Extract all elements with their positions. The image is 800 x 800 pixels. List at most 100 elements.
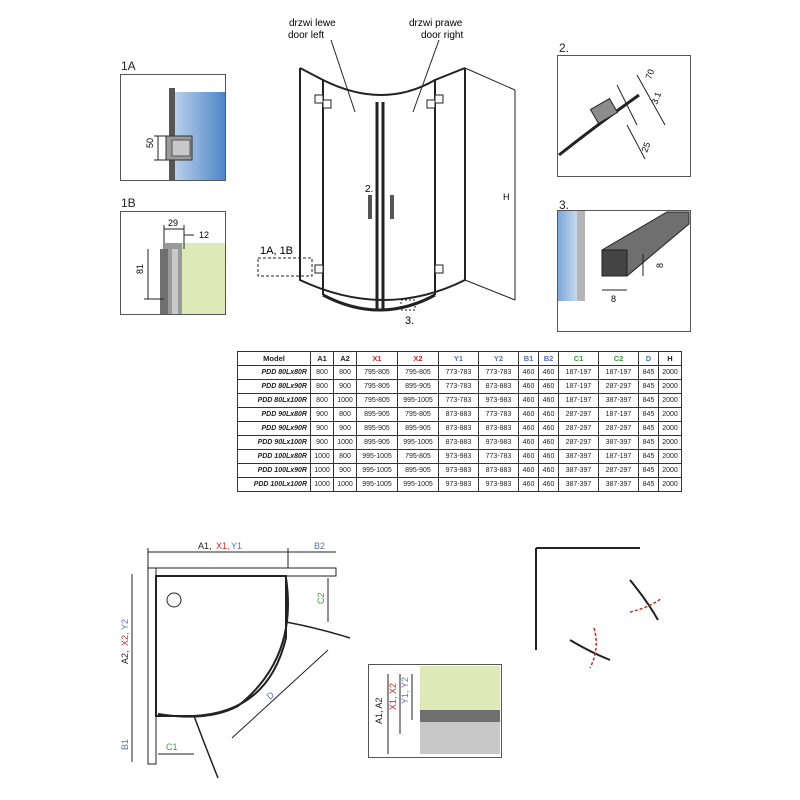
plan-dim-b2: B2 <box>314 541 325 551</box>
table-cell: 795-805 <box>397 449 439 464</box>
table-cell: 387-397 <box>598 393 639 408</box>
opening-diagram <box>535 547 663 669</box>
table-cell: 460 <box>518 449 539 464</box>
table-cell: 895-905 <box>397 421 439 436</box>
model-cell: PDD 100Lx80R <box>237 449 311 464</box>
col-header: Y2 <box>478 351 519 366</box>
table-cell: 995-1005 <box>397 477 439 492</box>
detail-3-dim-8b: 8 <box>611 294 616 304</box>
table-cell: 895-905 <box>356 407 398 422</box>
table-cell: 287-297 <box>598 379 639 394</box>
door-left-pl-label: drzwi lewe <box>289 18 336 29</box>
col-header: B2 <box>538 351 559 366</box>
table-cell: 460 <box>538 463 559 478</box>
table-cell: 387-397 <box>598 435 639 450</box>
table-cell: 973-983 <box>438 463 479 478</box>
table-cell: 460 <box>538 393 559 408</box>
col-header: X1 <box>356 351 398 366</box>
table-cell: 1000 <box>333 477 357 492</box>
table-cell: 800 <box>333 365 357 380</box>
table-cell: 973-983 <box>478 477 519 492</box>
detail-1b-dim-29: 29 <box>168 218 178 228</box>
table-cell: 460 <box>538 435 559 450</box>
table-cell: 995-1005 <box>397 393 439 408</box>
table-cell: 187-197 <box>558 379 599 394</box>
col-header: D <box>638 351 659 366</box>
table-cell: 2000 <box>658 477 682 492</box>
table-cell: 773-783 <box>478 449 519 464</box>
table-cell: 773-783 <box>438 393 479 408</box>
table-cell: 460 <box>538 477 559 492</box>
detail-1b-dim-81: 81 <box>135 264 145 274</box>
table-cell: 900 <box>310 407 334 422</box>
side-detail: A1, A2 X1, X2 Y1, Y2 <box>368 664 502 758</box>
callout-2: 2. <box>365 184 373 195</box>
table-cell: 2000 <box>658 379 682 394</box>
table-cell: 845 <box>638 365 659 380</box>
table-cell: 1000 <box>310 449 334 464</box>
model-cell: PDD 100Lx100R <box>237 477 311 492</box>
table-cell: 187-197 <box>558 365 599 380</box>
detail-2-dim-70: 70 <box>643 68 656 81</box>
table-cell: 460 <box>538 407 559 422</box>
table-cell: 1000 <box>310 463 334 478</box>
spec-table: Model A1 A2 X1 X2 Y1 Y2 B1 B2 C1 C2 D H … <box>237 351 682 492</box>
col-header: Y1 <box>438 351 479 366</box>
table-cell: 460 <box>518 393 539 408</box>
model-cell: PDD 80Lx90R <box>237 379 311 394</box>
plan-dim-x2: X2, <box>120 632 130 646</box>
table-cell: 795-805 <box>356 379 398 394</box>
detail-3-drawing: 8 8 <box>557 210 691 332</box>
cabin-perspective: drzwi lewe door left drzwi prawe door ri… <box>257 18 516 327</box>
table-cell: 1000 <box>333 435 357 450</box>
table-cell: 845 <box>638 463 659 478</box>
door-left-en-label: door left <box>288 30 324 41</box>
table-cell: 2000 <box>658 365 682 380</box>
model-cell: PDD 80Lx100R <box>237 393 311 408</box>
table-cell: 187-197 <box>598 449 639 464</box>
table-cell: 460 <box>538 365 559 380</box>
col-header: A1 <box>310 351 334 366</box>
detail-1b-title: 1B <box>121 196 136 210</box>
table-cell: 873-883 <box>478 379 519 394</box>
door-right-en-label: door right <box>421 30 463 41</box>
side-dim-y: Y1, Y2 <box>400 677 410 704</box>
model-cell: PDD 100Lx90R <box>237 463 311 478</box>
table-cell: 800 <box>310 365 334 380</box>
table-cell: 1000 <box>333 393 357 408</box>
table-cell: 460 <box>518 421 539 436</box>
table-cell: 287-297 <box>558 435 599 450</box>
table-cell: 1000 <box>310 477 334 492</box>
side-dim-x: X1, X2 <box>388 683 398 710</box>
detail-2-dim-25: 25 <box>639 141 652 154</box>
table-cell: 973-983 <box>438 449 479 464</box>
callout-1a1b: 1A, 1B <box>260 245 293 257</box>
detail-1a-dim: 50 <box>145 138 155 148</box>
table-cell: 387-397 <box>558 449 599 464</box>
col-header: A2 <box>333 351 357 366</box>
col-header: C2 <box>598 351 639 366</box>
table-cell: 845 <box>638 435 659 450</box>
table-cell: 800 <box>333 449 357 464</box>
table-cell: 995-1005 <box>356 477 398 492</box>
table-cell: 2000 <box>658 393 682 408</box>
height-label: H <box>503 192 510 202</box>
table-cell: 873-883 <box>478 463 519 478</box>
table-cell: 460 <box>518 477 539 492</box>
col-header: X2 <box>397 351 439 366</box>
table-cell: 995-1005 <box>356 463 398 478</box>
plan-c1: C1 <box>166 742 178 752</box>
table-cell: 187-197 <box>558 393 599 408</box>
table-cell: 2000 <box>658 435 682 450</box>
table-cell: 187-197 <box>598 365 639 380</box>
model-cell: PDD 90Lx80R <box>237 407 311 422</box>
table-cell: 460 <box>518 435 539 450</box>
table-cell: 973-983 <box>438 477 479 492</box>
table-cell: 287-297 <box>598 463 639 478</box>
col-header: H <box>658 351 682 366</box>
table-cell: 773-783 <box>438 365 479 380</box>
table-cell: 895-905 <box>356 421 398 436</box>
plan-c2: C2 <box>316 592 326 604</box>
